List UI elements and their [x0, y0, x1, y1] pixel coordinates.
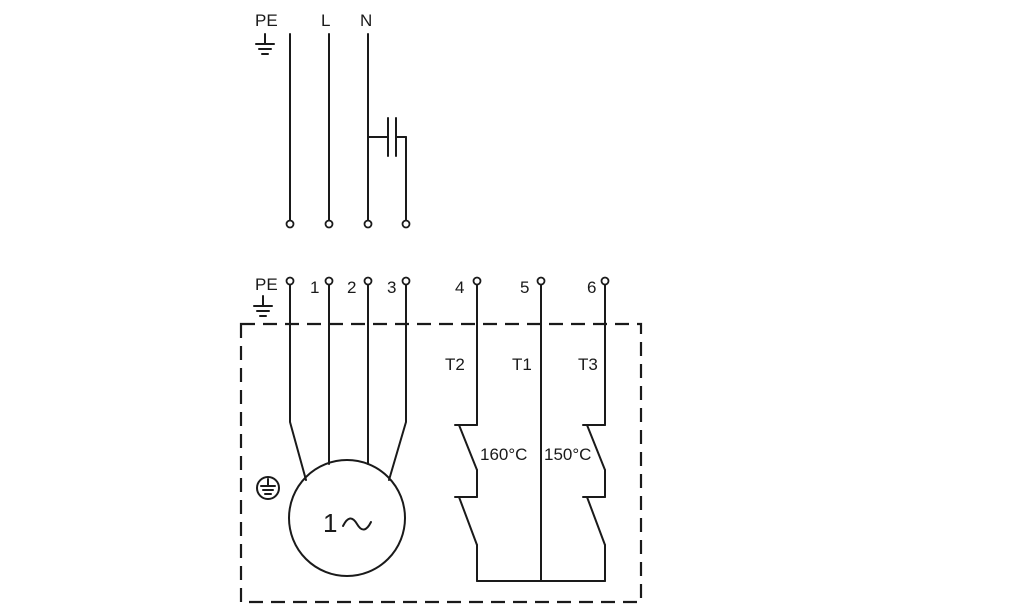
ac-sine-icon: [342, 517, 372, 531]
supply-terminal-n: [363, 219, 373, 229]
earth-ground-icon: [255, 33, 275, 55]
device-enclosure: [239, 322, 643, 604]
supply-label-n: N: [360, 11, 372, 30]
motor-wire-3: [388, 283, 407, 481]
terminal-4: [472, 276, 482, 286]
thermal-switch-icon: [454, 283, 478, 582]
thermal-switch-icon: [582, 283, 606, 582]
supply-label-l: L: [321, 11, 330, 30]
terminal-5: [536, 276, 546, 286]
earth-ground-icon: [253, 295, 273, 317]
terminal-label-4: 4: [455, 278, 464, 297]
thermal-label-t2: T2: [445, 355, 465, 374]
terminal-3: [401, 276, 411, 286]
temp-label-160: 160°C: [480, 445, 527, 464]
motor-wire-pe: [289, 283, 307, 481]
capacitor-icon: [367, 117, 407, 222]
protective-earth-circle-icon: [256, 476, 280, 500]
terminal-label-2: 2: [347, 278, 356, 297]
motor: 1: [288, 459, 406, 577]
motor-label: 1: [323, 508, 337, 538]
supply-label-pe: PE: [255, 11, 278, 30]
terminal-label-pe: PE: [255, 275, 278, 294]
motor-circle: [288, 459, 406, 577]
terminal-pe: [285, 276, 295, 286]
supply-terminal-l: [324, 219, 334, 229]
temp-label-150: 150°C: [544, 445, 591, 464]
terminal-1: [324, 276, 334, 286]
terminal-label-6: 6: [587, 278, 596, 297]
terminal-label-1: 1: [310, 278, 319, 297]
terminal-label-5: 5: [520, 278, 529, 297]
terminal-2: [363, 276, 373, 286]
thermal-label-t3: T3: [578, 355, 598, 374]
thermal-label-t1: T1: [512, 355, 532, 374]
supply-terminal-cap: [401, 219, 411, 229]
terminal-label-3: 3: [387, 278, 396, 297]
terminal-6: [600, 276, 610, 286]
supply-terminal-pe: [285, 219, 295, 229]
